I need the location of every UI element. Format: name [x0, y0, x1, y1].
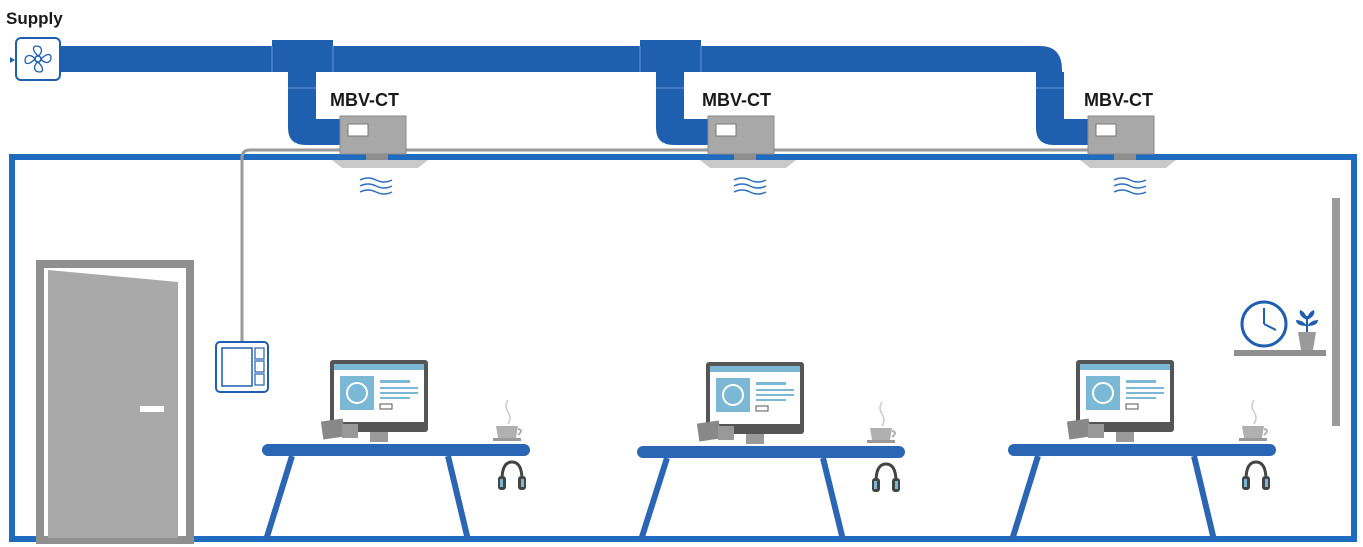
unit-3-label: MBV-CT	[1084, 90, 1153, 110]
room-outline	[9, 154, 1357, 542]
control-cable	[240, 148, 352, 342]
supply-label: Supply	[6, 9, 63, 28]
monitor-icon	[1066, 360, 1174, 442]
airflow-icon	[733, 177, 767, 195]
coffee-cup-icon	[493, 399, 522, 441]
clock-icon	[1240, 300, 1288, 348]
desk-1	[262, 444, 530, 541]
supply-duct	[60, 40, 1062, 72]
monitor-icon	[320, 360, 428, 442]
coffee-cup-icon	[867, 401, 896, 443]
headphones-icon	[498, 460, 526, 490]
monitor-icon	[696, 362, 804, 444]
controller-icon	[215, 341, 269, 393]
mbv-ct-unit-1: MBV-CT	[288, 72, 428, 168]
wall-shelf	[1234, 350, 1326, 356]
door-handle-icon	[140, 406, 164, 412]
desk-2	[637, 446, 905, 541]
mbv-ct-unit-3: MBV-CT	[1036, 72, 1176, 168]
coffee-cup-icon	[1239, 399, 1268, 441]
unit-1-label: MBV-CT	[330, 90, 399, 110]
fan-icon	[10, 37, 61, 81]
desk-3	[1008, 444, 1276, 541]
wall-panel	[1332, 198, 1340, 426]
headphones-icon	[872, 462, 900, 492]
mbv-ct-unit-2: MBV-CT	[656, 72, 796, 168]
door	[36, 260, 194, 544]
airflow-icon	[359, 177, 393, 195]
plant-icon	[1296, 310, 1318, 350]
unit-2-label: MBV-CT	[702, 90, 771, 110]
airflow-icon	[1113, 177, 1147, 195]
headphones-icon	[1242, 460, 1270, 490]
